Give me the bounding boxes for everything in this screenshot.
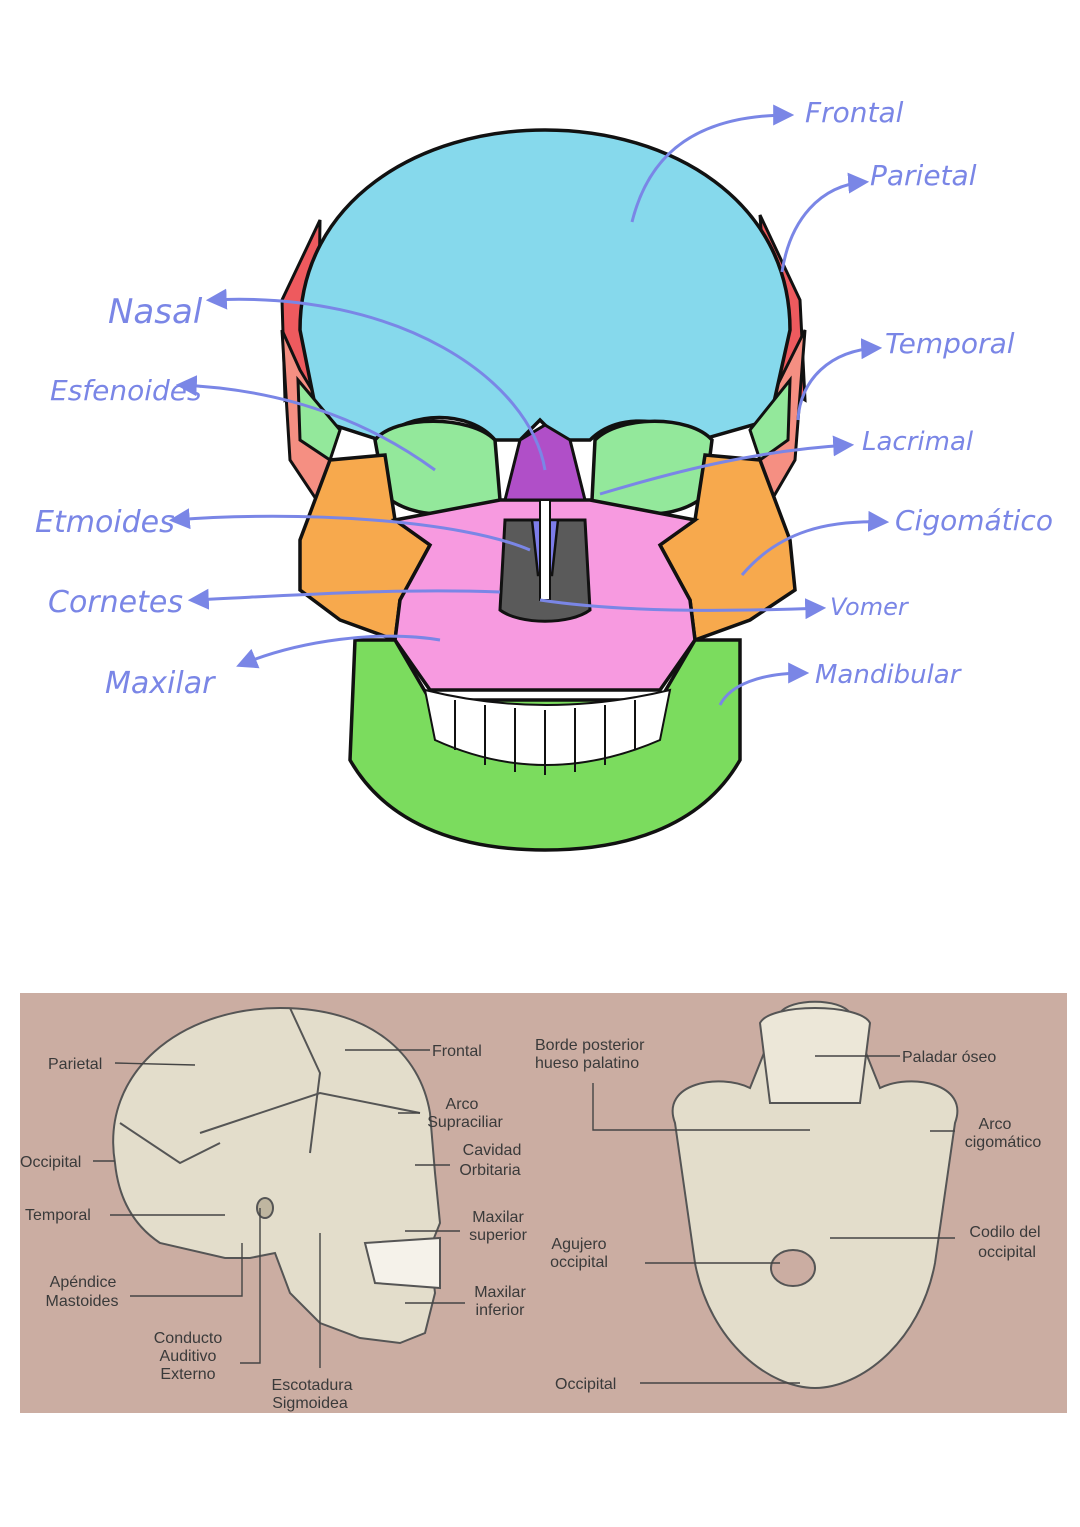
frontal-bone (298, 128, 792, 442)
label-inf-agujero-2: occipital (550, 1254, 608, 1271)
leader-lines (93, 1049, 955, 1384)
label-lat-escotadura-1: Escotadura (272, 1377, 353, 1394)
label-inf-paladar: Paladar óseo (902, 1049, 996, 1066)
label-lat-apendice-1: Apéndice (50, 1274, 117, 1291)
label-cornetes: Cornetes (48, 585, 183, 620)
label-parietal: Parietal (870, 159, 977, 192)
label-maxilar: Maxilar (105, 666, 216, 701)
label-etmoides: Etmoides (35, 505, 175, 540)
label-temporal: Temporal (885, 327, 1015, 360)
label-inf-arco-2: cigomático (965, 1134, 1042, 1151)
label-lat-arco-1: Arco (446, 1096, 479, 1113)
label-inf-borde-2: hueso palatino (535, 1055, 639, 1072)
label-mandibular: Mandibular (815, 660, 963, 690)
label-esfenoides: Esfenoides (50, 374, 202, 407)
label-lat-frontal: Frontal (432, 1043, 482, 1060)
label-lat-apendice-2: Mastoides (46, 1293, 119, 1310)
lateral-skull (112, 1006, 442, 1345)
label-inf-arco-1: Arco (979, 1116, 1012, 1133)
label-lat-maxsup-1: Maxilar (472, 1209, 524, 1226)
label-frontal: Frontal (805, 96, 904, 129)
label-lat-arco-2: Supraciliar (427, 1114, 503, 1131)
label-lat-maxsup-2: superior (469, 1227, 527, 1244)
frontal-skull-diagram: Frontal Parietal Temporal Lacrimal Cigom… (35, 96, 1053, 852)
label-cigomatico: Cigomático (895, 504, 1053, 537)
label-inf-codilo-1: Codilo del (969, 1224, 1040, 1241)
label-lat-cavidad-1: Cavidad (463, 1142, 522, 1159)
septum (539, 499, 551, 601)
label-lat-parietal: Parietal (48, 1056, 102, 1073)
label-lat-maxinf-2: inferior (476, 1302, 526, 1319)
label-lat-occipital: Occipital (20, 1154, 81, 1171)
label-inf-borde-1: Borde posterior (535, 1037, 645, 1054)
label-lacrimal: Lacrimal (862, 427, 974, 457)
teeth (423, 688, 672, 775)
label-lat-conducto-1: Conducto (154, 1330, 223, 1347)
label-arrows (168, 104, 890, 706)
label-inf-agujero-1: Agujero (551, 1236, 606, 1253)
label-lat-conducto-3: Externo (160, 1366, 215, 1383)
label-nasal: Nasal (108, 292, 203, 332)
label-inf-codilo-2: occipital (978, 1244, 1036, 1261)
label-lat-cavidad-2: Orbitaria (459, 1162, 520, 1179)
label-lat-conducto-2: Auditivo (160, 1348, 217, 1365)
label-lat-escotadura-2: Sigmoidea (272, 1395, 348, 1412)
label-lat-temporal: Temporal (25, 1207, 91, 1224)
label-vomer: Vomer (830, 593, 910, 621)
label-lat-maxinf-1: Maxilar (474, 1284, 526, 1301)
skull-views-panel: Parietal Frontal Arco Supraciliar Occipi… (20, 993, 1067, 1413)
label-inf-occipital: Occipital (555, 1376, 616, 1393)
